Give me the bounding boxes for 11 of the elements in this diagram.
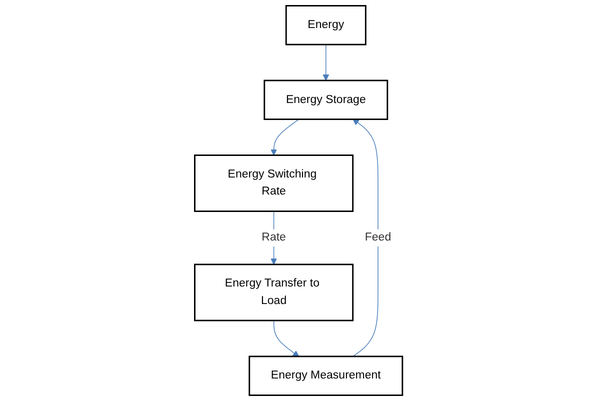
arrow (353, 119, 379, 357)
node-box: Energy Storage (264, 80, 389, 120)
node-box: Energy (286, 5, 367, 46)
edge-label: Rate (262, 231, 286, 244)
arrow (323, 44, 330, 81)
node-box: Energy Measurement (249, 356, 404, 396)
edge-label: Feed (365, 231, 392, 244)
arrow (271, 118, 300, 156)
node-box: Energy Transfer to Load (194, 264, 354, 322)
arrow (274, 320, 300, 357)
node-box: Energy Switching Rate (194, 154, 354, 212)
